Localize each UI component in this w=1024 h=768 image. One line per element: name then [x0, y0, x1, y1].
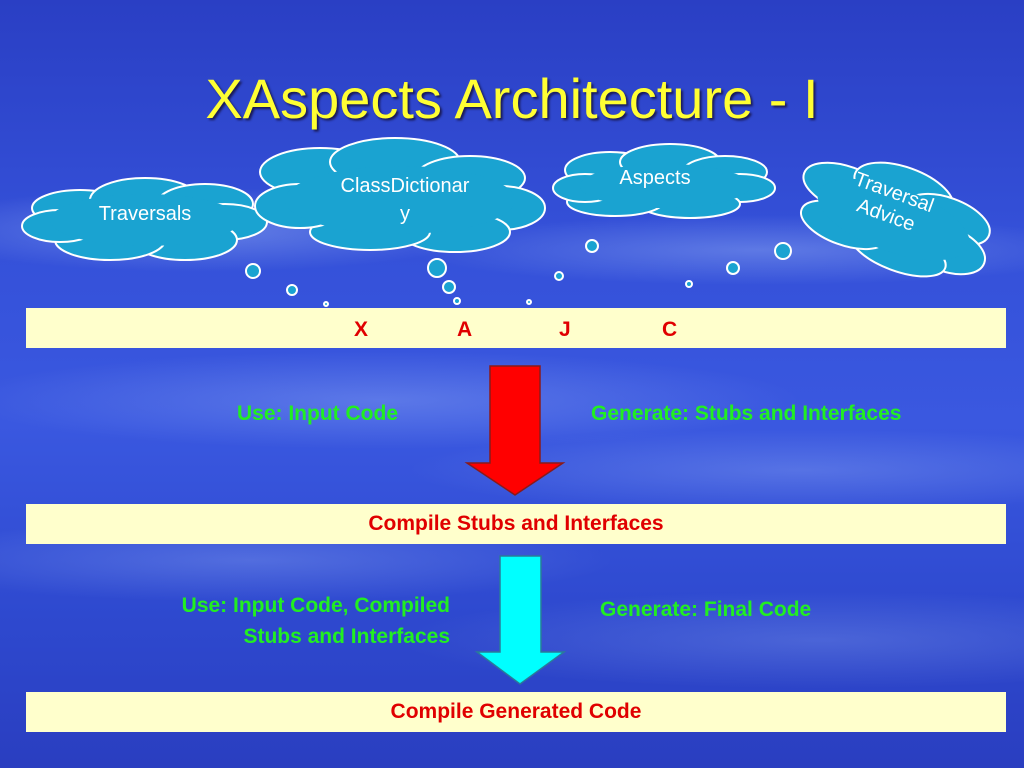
thought-bubbles	[245, 239, 792, 307]
xajc-letter-j: J	[559, 318, 571, 341]
cloud-class-dictionary	[254, 137, 546, 253]
stage1-use-label: Use: Input Code	[237, 402, 398, 425]
xajc-bar: X A J C	[26, 308, 1006, 348]
xajc-letter-a: A	[457, 318, 473, 341]
stage2-use-line2: Stubs and Interfaces	[243, 625, 450, 648]
stage2-use-line1: Use: Input Code, Compiled	[181, 594, 450, 617]
stage2-use-label: Use: Input Code, Compiled Stubs and Inte…	[90, 590, 450, 652]
cloud-label-class-dictionary-line1: ClassDictionar	[340, 175, 470, 197]
page-title: XAspects Architecture - I	[205, 67, 819, 130]
compile-generated-box: Compile Generated Code	[26, 692, 1006, 732]
cloud-label-class-dictionary-line2: y	[400, 203, 410, 225]
cloud-traversals	[21, 177, 268, 261]
cloud-label-traversals: Traversals	[98, 203, 192, 225]
compile-stubs-box: Compile Stubs and Interfaces	[26, 504, 1006, 544]
cloud-label-class-dictionary: ClassDictionar y	[310, 172, 500, 228]
arrow-down-red	[464, 365, 566, 496]
cloud-label-aspects: Aspects	[619, 167, 691, 189]
cloud-traversal-advice	[800, 161, 991, 278]
stage1-generate-label: Generate: Stubs and Interfaces	[591, 402, 902, 425]
stage2-generate-label: Generate: Final Code	[600, 598, 812, 621]
cloud-aspects	[552, 143, 776, 219]
xajc-letter-c: C	[662, 318, 678, 341]
xajc-letter-x: X	[354, 318, 369, 341]
arrow-down-cyan	[474, 555, 567, 685]
